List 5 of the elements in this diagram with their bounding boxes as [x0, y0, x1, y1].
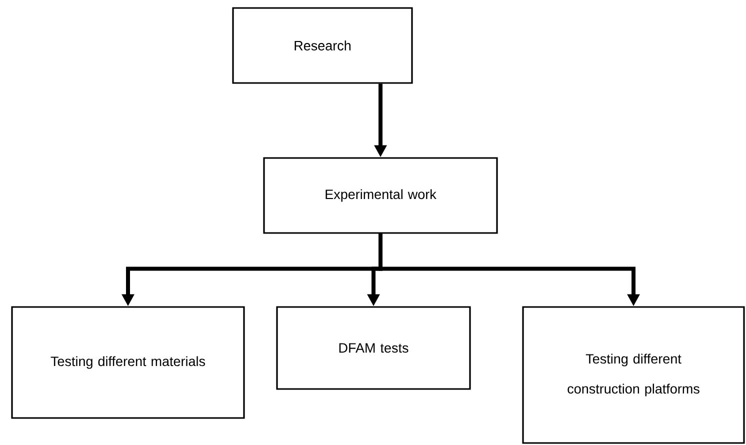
process-box: Research — [232, 7, 413, 84]
process-box: Testing different construction platforms — [522, 306, 745, 444]
process-box: DFAM tests — [276, 306, 471, 390]
process-box: Experimental work — [263, 157, 498, 234]
process-box: Testing different materials — [11, 306, 245, 419]
